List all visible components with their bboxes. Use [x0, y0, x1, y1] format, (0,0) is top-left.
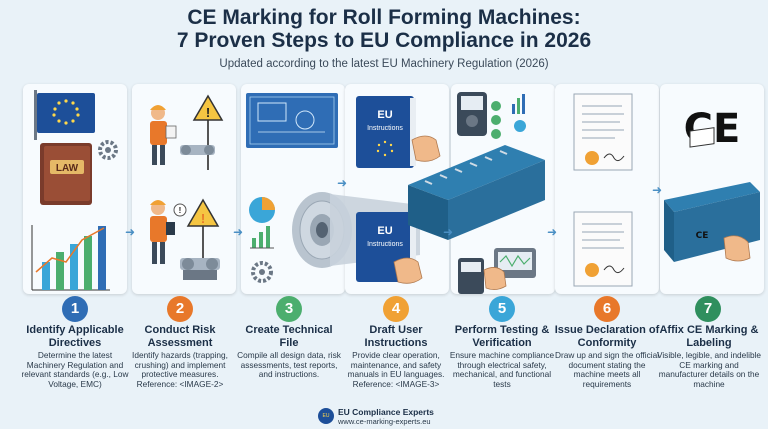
gear-icon	[251, 261, 273, 283]
step-title: Perform Testing & Verification	[454, 324, 550, 349]
svg-text:Instructions: Instructions	[367, 241, 403, 248]
step-title: Draft User Instructions	[364, 324, 428, 349]
step-description: Provide clear operation, maintenance, an…	[347, 350, 445, 389]
step-description: Determine the latest Machinery Regulatio…	[21, 350, 129, 389]
step-description: Ensure machine compliance through electr…	[449, 350, 555, 389]
illustration: LAW ! !	[31, 90, 760, 294]
svg-text:EU: EU	[377, 225, 392, 237]
arrow-icon: ➜	[233, 225, 244, 239]
arrow-icon: ➜	[443, 225, 454, 239]
eu-logo-icon: EU	[318, 408, 334, 424]
step-description: Compile all design data, risk assessment…	[237, 350, 341, 380]
pointing-hand-icon	[411, 135, 441, 162]
roller-machine-icon	[180, 145, 215, 155]
svg-text:Instructions: Instructions	[367, 125, 403, 132]
step-title: Issue Declaration of Conformity	[554, 324, 660, 349]
step-description: Identify hazards (trapping, crushing) an…	[132, 350, 228, 389]
law-book-icon: LAW	[40, 143, 92, 205]
step-title: Conduct Risk Assessment	[144, 324, 216, 349]
ce-machine-icon: CE	[664, 127, 760, 262]
probe-hand-icon	[483, 267, 507, 290]
step-number-badge: 6	[594, 296, 620, 322]
arrow-icon: ➜	[652, 183, 663, 197]
small-bar-chart-icon	[250, 226, 274, 249]
step-number-badge: 2	[167, 296, 193, 322]
pie-chart-icon	[249, 197, 275, 223]
conformity-document-icon	[573, 93, 633, 171]
step-description: Visible, legible, and indelible CE marki…	[656, 350, 762, 389]
footer-company-name: EU Compliance Experts	[338, 407, 434, 417]
eu-flag-icon	[34, 90, 95, 140]
roll-forming-machine-icon	[408, 145, 545, 240]
engineer-icon	[150, 200, 175, 264]
arrow-icon: ➜	[125, 225, 136, 239]
gear-icon	[98, 140, 118, 160]
page-subtitle: Updated according to the latest EU Machi…	[219, 58, 549, 70]
svg-text:!: !	[206, 105, 210, 120]
conformity-document-icon	[573, 211, 633, 287]
mini-chart-icon	[512, 94, 526, 132]
step-number-badge: 4	[383, 296, 409, 322]
step-number-badge: 7	[695, 296, 721, 322]
step-number-badge: 1	[62, 296, 88, 322]
page-title: CE Marking for Roll Forming Machines: 7 …	[0, 6, 768, 52]
speech-bubble-icon: !	[173, 203, 187, 217]
title-line-1: CE Marking for Roll Forming Machines:	[187, 6, 581, 29]
step-title: Identify Applicable Directives	[26, 324, 124, 349]
blueprint-icon	[246, 93, 338, 148]
step-number-badge: 3	[276, 296, 302, 322]
step-number-badge: 5	[489, 296, 515, 322]
svg-text:!: !	[179, 206, 182, 215]
footer-url-link[interactable]: www.ce-marking-experts.eu	[338, 417, 431, 426]
svg-text:!: !	[201, 211, 205, 226]
step-title: Affix CE Marking & Labeling	[659, 324, 759, 349]
arrow-icon: ➜	[547, 225, 558, 239]
footer-brand: EU EU Compliance Experts www.ce-marking-…	[318, 407, 458, 427]
bar-chart-icon	[31, 225, 110, 291]
engineer-icon	[150, 105, 177, 165]
arrow-icon: ➜	[337, 176, 348, 190]
instruction-book-icon: EU Instructions	[356, 96, 416, 168]
warning-sign-icon: !	[192, 94, 224, 170]
law-label: LAW	[56, 163, 79, 174]
multimeter-icon	[458, 258, 484, 294]
pointing-hand-icon	[393, 257, 423, 284]
roller-machine-icon	[180, 258, 220, 280]
oscilloscope-icon	[494, 248, 536, 278]
checklist-icon	[491, 101, 501, 139]
svg-text:EU: EU	[377, 109, 392, 121]
title-line-2: 7 Proven Steps to EU Compliance in 2026	[176, 29, 592, 52]
step-title: Create Technical File	[245, 324, 333, 349]
step-description: Draw up and sign the official document s…	[554, 350, 660, 389]
svg-text:CE: CE	[696, 231, 709, 241]
multimeter-icon	[457, 92, 487, 136]
